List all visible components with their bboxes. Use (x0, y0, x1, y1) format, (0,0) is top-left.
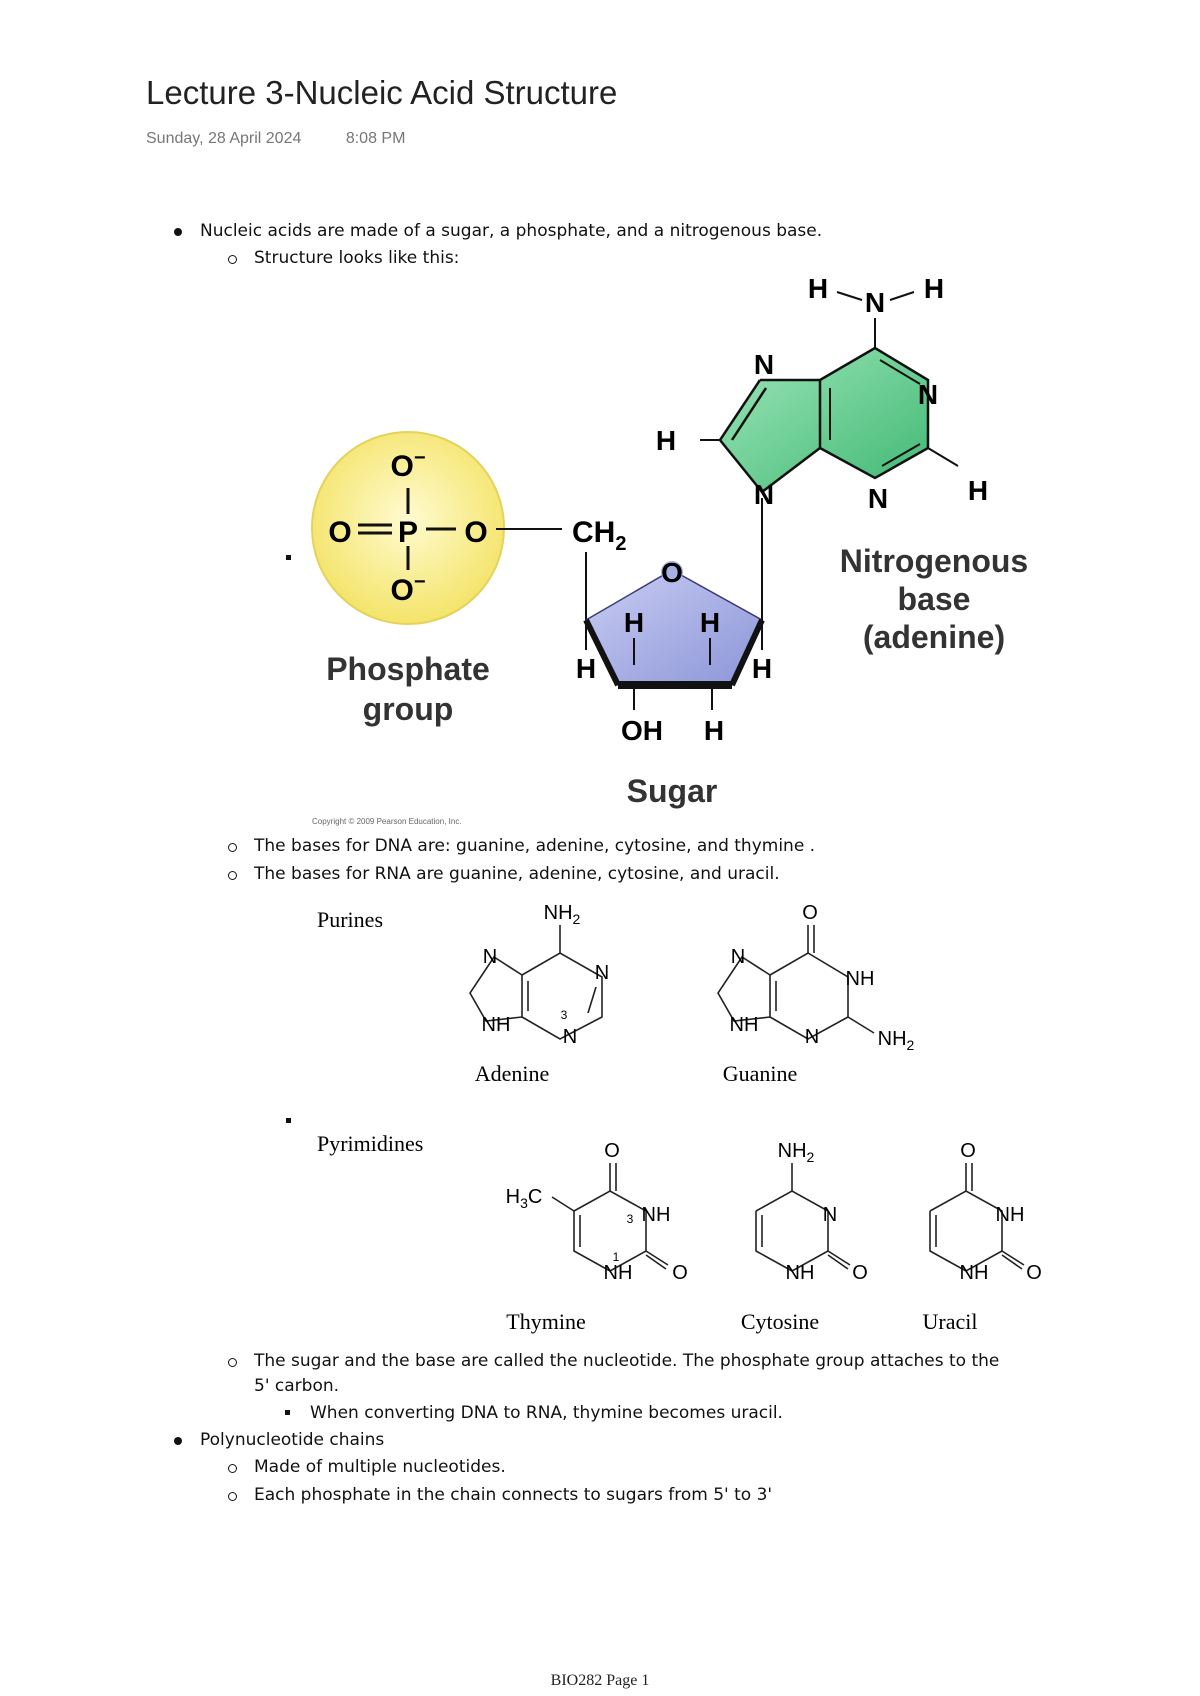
sub-sub-bullet-icon (285, 1410, 290, 1415)
sub-bullet-icon (228, 1492, 237, 1501)
svg-text:O: O (661, 557, 683, 588)
purines-label: Purines (317, 907, 383, 932)
svg-text:NH: NH (786, 1262, 815, 1284)
sub-bullet-icon (228, 843, 237, 852)
svg-text:H: H (656, 425, 676, 456)
bullet-icon (174, 228, 182, 236)
base-label-2: base (898, 581, 971, 617)
svg-text:O: O (852, 1262, 868, 1284)
svg-text:N: N (754, 479, 774, 510)
phosphate-label-2: group (363, 691, 454, 727)
svg-text:P: P (398, 516, 418, 549)
page-meta: Sunday, 28 April 2024 8:08 PM (146, 130, 405, 148)
note-bullet-1: Nucleic acids are made of a sugar, a pho… (200, 221, 823, 241)
guanine-label: Guanine (723, 1061, 798, 1086)
svg-text:N: N (483, 946, 497, 968)
adenine-structure (469, 925, 603, 1040)
svg-text:H: H (704, 715, 724, 746)
base-label-3: (adenine) (863, 619, 1005, 655)
note-nucleotide-cont: 5' carbon. (254, 1376, 340, 1396)
svg-text:H: H (624, 607, 644, 638)
svg-text:NH: NH (604, 1262, 633, 1284)
svg-text:O: O (604, 1140, 620, 1162)
svg-text:N: N (754, 349, 774, 380)
page-title: Lecture 3-Nucleic Acid Structure (146, 74, 618, 111)
note-polynucleotide: Polynucleotide chains (200, 1430, 385, 1450)
svg-text:NH: NH (482, 1014, 511, 1036)
adenine-label: Adenine (475, 1061, 550, 1086)
svg-text:O: O (464, 516, 487, 549)
svg-text:3: 3 (627, 1212, 634, 1226)
adenine-ring (720, 348, 928, 492)
svg-text:NH: NH (642, 1204, 671, 1226)
svg-text:H: H (752, 653, 772, 684)
svg-text:NH2: NH2 (878, 1028, 915, 1053)
svg-text:H: H (968, 475, 988, 506)
sub-bullet-icon (228, 871, 237, 880)
svg-text:N: N (868, 483, 888, 514)
guanine-structure (717, 925, 875, 1040)
note-multiple-nucleotides: Made of multiple nucleotides. (254, 1457, 506, 1477)
uracil-label: Uracil (923, 1309, 978, 1334)
svg-text:NH: NH (960, 1262, 989, 1284)
svg-text:N: N (563, 1026, 577, 1048)
svg-text:NH: NH (996, 1204, 1025, 1226)
svg-text:H: H (576, 653, 596, 684)
figure-bullet-icon (286, 1118, 291, 1123)
thymine-structure (551, 1163, 669, 1272)
note-dna-bases: The bases for DNA are: guanine, adenine,… (254, 836, 816, 856)
svg-text:OH: OH (621, 715, 663, 746)
svg-text:1: 1 (613, 1250, 620, 1264)
page-time: 8:08 PM (345, 130, 406, 147)
svg-text:H: H (808, 273, 828, 304)
pyrimidines-label: Pyrimidines (317, 1131, 423, 1156)
svg-text:CH2: CH2 (572, 516, 626, 555)
svg-text:H: H (924, 273, 944, 304)
svg-text:N: N (595, 962, 609, 984)
sub-bullet-icon (228, 1358, 237, 1367)
svg-text:O: O (672, 1262, 688, 1284)
svg-text:3: 3 (561, 1008, 568, 1022)
svg-text:NH: NH (730, 1014, 759, 1036)
svg-text:O: O (802, 902, 818, 924)
note-dna-to-rna: When converting DNA to RNA, thymine beco… (310, 1403, 783, 1423)
note-rna-bases: The bases for RNA are guanine, adenine, … (254, 864, 780, 884)
figure-bullet-icon (286, 555, 291, 560)
svg-text:O: O (960, 1140, 976, 1162)
thymine-label: Thymine (506, 1309, 585, 1334)
uracil-structure (929, 1163, 1025, 1272)
page-footer: BIO282 Page 1 (550, 1672, 650, 1689)
cytosine-structure (755, 1163, 851, 1272)
svg-text:N: N (805, 1026, 819, 1048)
base-label: Nitrogenous (840, 543, 1028, 579)
svg-text:O: O (328, 516, 351, 549)
svg-text:O: O (1026, 1262, 1042, 1284)
svg-text:N: N (865, 287, 885, 318)
phosphate-label: Phosphate (326, 651, 490, 687)
nucleotide-diagram: O− P O O O− Phosphate group CH2 O H H H … (311, 273, 1028, 826)
svg-text:N: N (823, 1204, 837, 1226)
svg-text:H: H (700, 607, 720, 638)
bullet-icon (174, 1437, 182, 1445)
sub-bullet-icon (228, 255, 237, 264)
sugar-label: Sugar (627, 773, 718, 809)
cytosine-label: Cytosine (741, 1309, 819, 1334)
sub-bullet-icon (228, 1464, 237, 1473)
svg-text:N: N (731, 946, 745, 968)
svg-text:O−: O− (390, 571, 425, 607)
svg-text:H3C: H3C (506, 1186, 543, 1211)
note-nucleotide: The sugar and the base are called the nu… (254, 1351, 1000, 1371)
bases-diagram: Purines Pyrimidines NH2 N N NH N 3 Adeni… (317, 902, 1042, 1334)
copyright-text: Copyright © 2009 Pearson Education, Inc. (312, 817, 462, 826)
note-structure: Structure looks like this: (254, 248, 460, 268)
svg-text:N: N (918, 379, 938, 410)
svg-text:NH2: NH2 (544, 902, 581, 927)
svg-text:NH: NH (846, 968, 875, 990)
svg-text:NH2: NH2 (778, 1140, 815, 1165)
page-date: Sunday, 28 April 2024 (146, 130, 302, 147)
note-phosphate-chain: Each phosphate in the chain connects to … (254, 1485, 773, 1505)
